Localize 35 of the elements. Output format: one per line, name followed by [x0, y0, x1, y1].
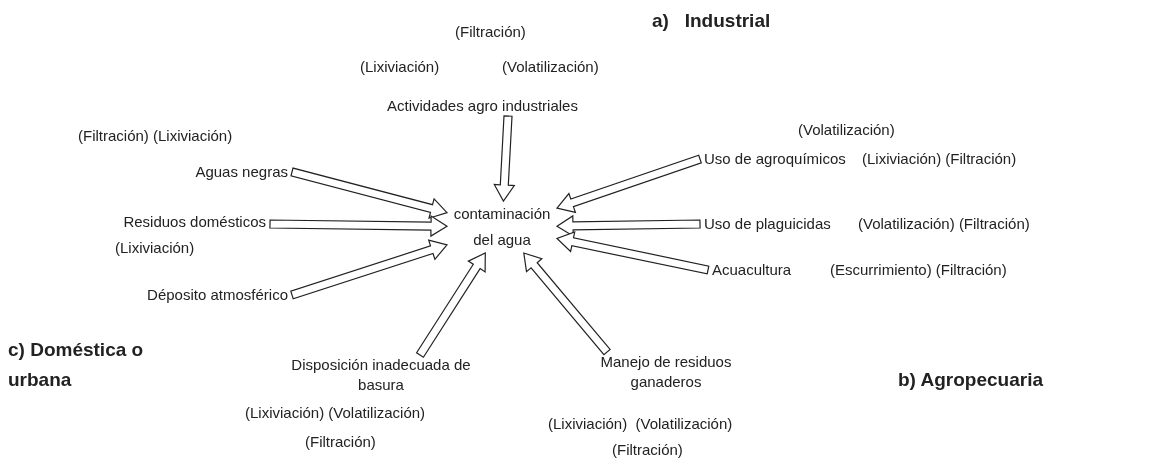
- category-heading: a) Industrial: [652, 9, 771, 33]
- process-label: (Lixiviación): [115, 238, 195, 258]
- process-label: (Volatilización) (Filtración): [858, 214, 1030, 234]
- process-label: (Volatilización): [502, 57, 599, 77]
- block-arrow: [493, 115, 516, 203]
- source-label: Acuacultura: [708, 260, 796, 280]
- block-arrow: [269, 215, 449, 238]
- process-label: (Lixiviación) (Volatilización): [548, 414, 733, 434]
- process-label: (Lixiviación): [360, 57, 440, 77]
- block-arrow: [555, 231, 710, 275]
- block-arrow: [555, 214, 701, 237]
- block-arrow: [415, 252, 486, 359]
- process-label: (Filtración): [305, 432, 376, 452]
- process-label: (Lixiviación) (Filtración): [862, 149, 1017, 169]
- process-label: (Filtración) (Lixiviación): [78, 126, 233, 146]
- center-label: contaminación del agua: [447, 201, 557, 253]
- block-arrow: [290, 239, 449, 300]
- source-label: Aguas negras: [191, 162, 292, 182]
- process-label: (Escurrimiento) (Filtración): [830, 260, 1007, 280]
- source-label: Actividades agro industriales: [383, 96, 582, 116]
- process-label: (Filtración): [612, 440, 683, 460]
- source-label: Uso de agroquímicos: [700, 149, 850, 169]
- source-label: Manejo de residuos ganaderos: [572, 352, 760, 392]
- process-label: (Lixiviación) (Volatilización): [245, 403, 426, 423]
- category-heading: b) Agropecuaria: [898, 368, 1043, 392]
- source-label: Residuos domésticos: [119, 212, 270, 232]
- block-arrow: [555, 154, 703, 214]
- block-arrow: [523, 252, 611, 356]
- source-label: Déposito atmosférico: [143, 285, 292, 305]
- source-label: Disposición inadecuada de basura: [282, 355, 480, 395]
- block-arrow: [290, 167, 449, 220]
- process-label: (Filtración): [455, 22, 526, 42]
- process-label: (Volatilización): [798, 120, 895, 140]
- source-label: Uso de plaguicidas: [700, 214, 835, 234]
- category-heading: c) Doméstica o urbana: [8, 338, 145, 392]
